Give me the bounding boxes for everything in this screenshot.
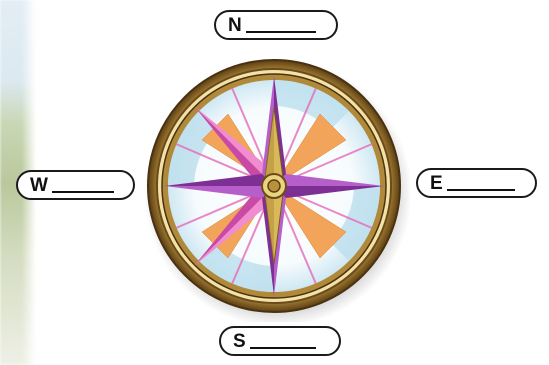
west-answer-line[interactable] [52, 191, 114, 193]
east-answer-box[interactable]: E [416, 168, 537, 198]
compass-rose [140, 52, 410, 322]
west-answer-box[interactable]: W [16, 170, 135, 200]
south-letter: S [233, 332, 246, 351]
south-answer-line[interactable] [250, 347, 316, 349]
compass-hub-center [268, 180, 280, 192]
north-letter: N [228, 16, 242, 35]
east-letter: E [430, 174, 443, 193]
north-answer-box[interactable]: N [214, 10, 338, 40]
north-answer-line[interactable] [246, 31, 316, 33]
south-answer-box[interactable]: S [219, 326, 341, 356]
east-answer-line[interactable] [447, 189, 515, 191]
west-letter: W [30, 176, 48, 195]
